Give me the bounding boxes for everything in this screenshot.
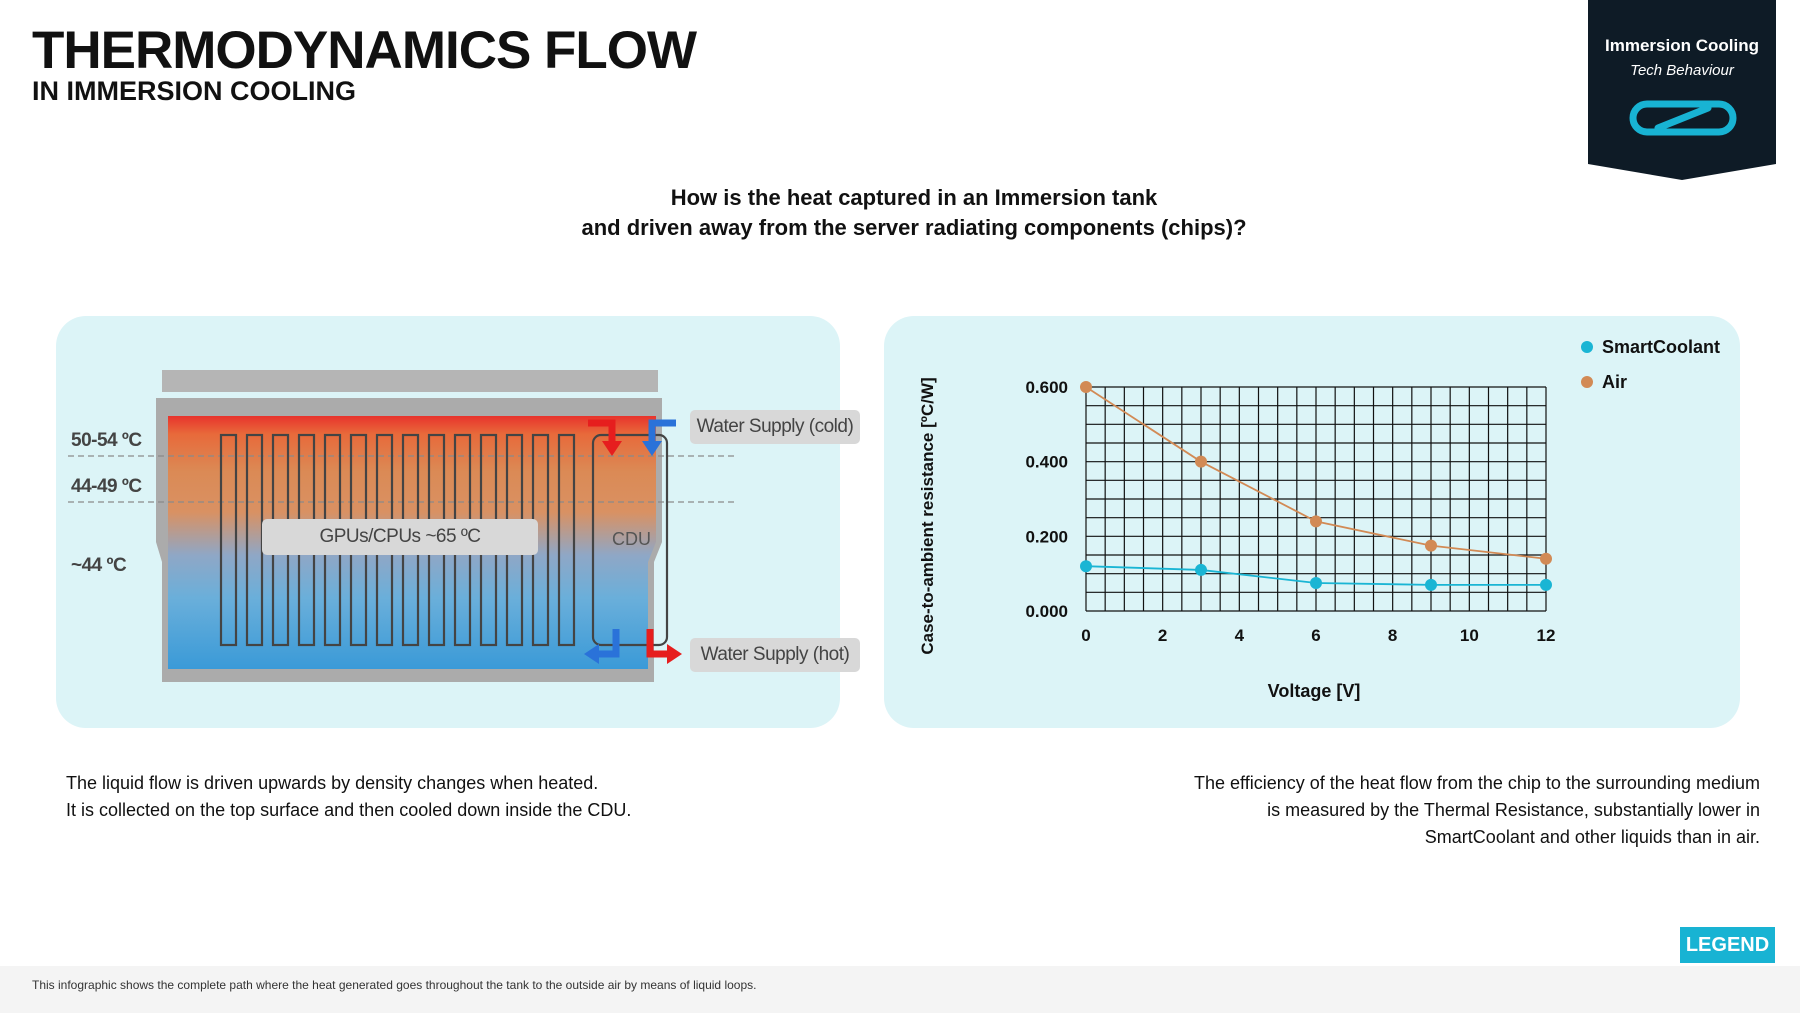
temp-label-mid: 44-49 ºC [71,476,142,497]
badge-subtitle: Tech Behaviour [1630,62,1734,79]
y-tick-label: 0.200 [1025,527,1068,546]
data-point-smartcoolant [1310,577,1322,589]
right-description-line-3: SmartCoolant and other liquids than in a… [1424,827,1760,847]
footer: This infographic shows the complete path… [0,966,1800,1013]
x-tick-label: 2 [1158,626,1167,645]
infinity-loop-icon [1629,100,1737,136]
legend-label-air: Air [1602,372,1627,392]
footer-note: This infographic shows the complete path… [32,978,757,992]
gpu-cpu-label: GPUs/CPUs ~65 ºC [262,519,538,555]
data-point-air [1425,539,1437,552]
x-tick-label: 6 [1311,626,1320,645]
page-title: THERMODYNAMICS FLOW [32,21,697,80]
data-point-smartcoolant [1540,578,1552,591]
badge-title: Immersion Cooling [1605,36,1759,55]
right-description-line-2: is measured by the Thermal Resistance, s… [1267,800,1760,820]
question-line-1: How is the heat captured in an Immersion… [670,185,1158,210]
data-point-smartcoolant [1080,560,1092,573]
data-point-air [1080,381,1092,393]
x-tick-label: 4 [1235,626,1245,645]
y-tick-label: 0.000 [1025,602,1068,621]
arrow-cold-out [584,629,620,664]
y-axis-label: Case-to-ambient resistance [ºC/W] [918,377,937,654]
data-point-smartcoolant [1195,563,1207,576]
cdu-label: CDU [612,529,651,549]
legend-marker-air [1581,376,1593,388]
legend-marker-smartcoolant [1581,341,1593,353]
right-description-line-1: The efficiency of the heat flow from the… [1194,773,1760,793]
badge-background [1588,0,1776,180]
legend-label-smartcoolant: SmartCoolant [1602,337,1720,357]
x-tick-label: 12 [1537,626,1556,645]
arrow-hot-out [646,629,682,664]
x-tick-label: 0 [1081,626,1090,645]
page-subtitle: IN IMMERSION COOLING [32,76,356,106]
left-description: The liquid flow is driven upwards by den… [66,770,766,824]
data-point-smartcoolant [1425,578,1437,591]
arrow-hot-in [588,419,622,456]
data-point-air [1310,515,1322,528]
legend-button[interactable]: LEGEND [1680,927,1775,963]
temp-label-top: 50-54 ºC [71,430,142,451]
right-description: The efficiency of the heat flow from the… [1080,770,1760,851]
tank-diagram-panel: 50-54 ºC 44-49 ºC ~44 ºC GPUs/CPUs ~65 º… [56,316,860,728]
category-badge: Immersion Cooling Tech Behaviour [1588,0,1776,182]
water-supply-cold-label: Water Supply (cold) [690,410,860,444]
arrow-cold-in [642,419,676,456]
left-description-line-1: The liquid flow is driven upwards by den… [66,773,599,793]
question-line-2: and driven away from the server radiatin… [581,215,1247,240]
data-point-air [1540,552,1552,565]
water-supply-hot-label: Water Supply (hot) [690,638,860,672]
tank-lid [162,370,658,392]
data-point-air [1195,455,1207,468]
cdu-box [591,433,669,647]
y-tick-label: 0.400 [1025,453,1068,472]
x-tick-label: 8 [1388,626,1397,645]
left-description-line-2: It is collected on the top surface and t… [66,800,632,820]
x-tick-label: 10 [1460,626,1479,645]
y-tick-label: 0.600 [1025,378,1068,397]
temp-label-bottom: ~44 ºC [71,555,127,576]
x-axis-label: Voltage [V] [1268,681,1361,701]
question-heading: How is the heat captured in an Immersion… [380,183,1448,243]
